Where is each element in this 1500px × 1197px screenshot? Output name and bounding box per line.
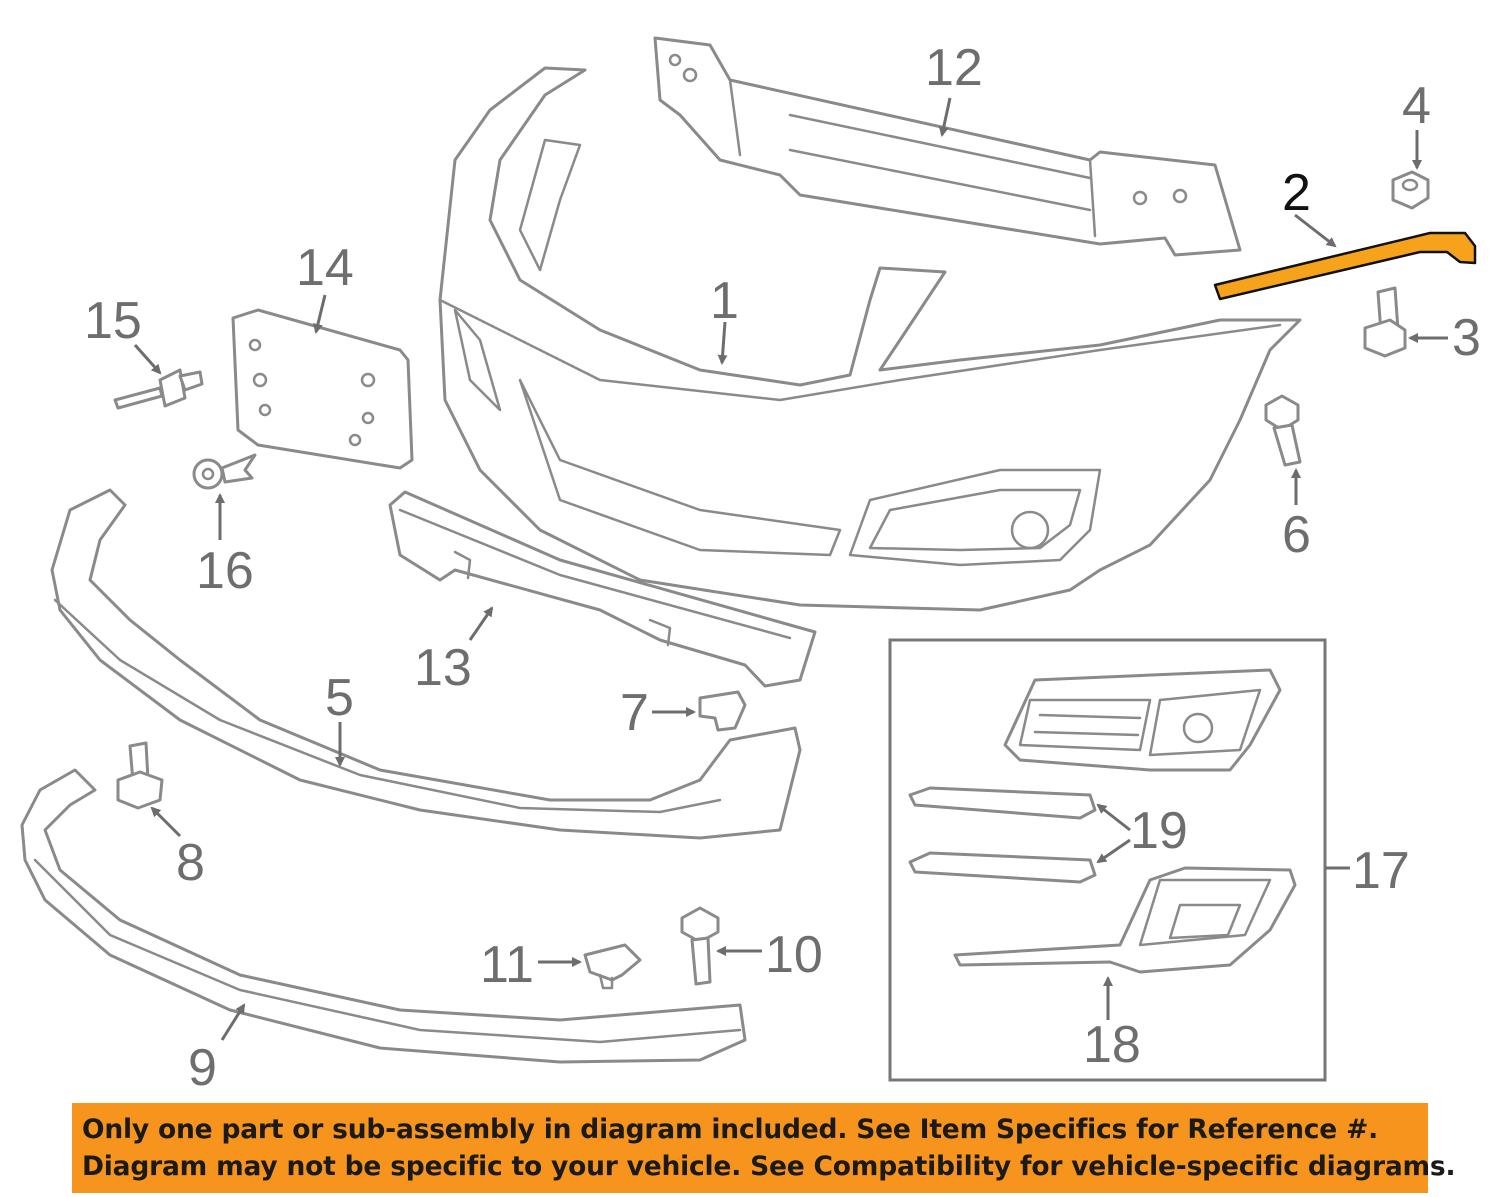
callout-14: 14: [296, 239, 354, 297]
callout-11: 11: [480, 936, 534, 994]
callout-9: 9: [188, 1039, 217, 1097]
part-1-bumper-cover: [438, 66, 1302, 612]
callout-5: 5: [325, 669, 354, 727]
callout-7: 7: [620, 684, 649, 742]
callout-6: 6: [1282, 506, 1311, 564]
disclaimer-line-2: Diagram may not be specific to your vehi…: [82, 1151, 1456, 1182]
part-11-nut-clip: [583, 943, 642, 990]
callout-1: 1: [710, 272, 739, 330]
callout-19: 19: [1130, 802, 1188, 860]
part-6-bolt: [1264, 394, 1302, 467]
part-8-bolt: [116, 741, 164, 810]
part-15-push-pin: [113, 368, 204, 410]
disclaimer-line-1: Only one part or sub-assembly in diagram…: [82, 1114, 1378, 1145]
callout-13: 13: [414, 639, 472, 697]
part-17-fog-grille-inset: [888, 638, 1327, 1082]
disclaimer-banner: Only one part or sub-assembly in diagram…: [72, 1103, 1456, 1193]
callout-18: 18: [1083, 1016, 1141, 1074]
callout-15: 15: [84, 292, 142, 350]
callout-labels: 1 2 3 4 5 6 7 8 9 10 11 12 13 14 15 16 1…: [84, 39, 1481, 1097]
leader-lines: [133, 97, 1448, 1041]
callout-10: 10: [765, 926, 823, 984]
callout-12: 12: [925, 39, 983, 97]
callout-17: 17: [1352, 842, 1410, 900]
callout-2: 2: [1282, 164, 1311, 222]
callout-8: 8: [176, 834, 205, 892]
part-12-energy-absorber: [653, 36, 1242, 257]
part-4-nut: [1391, 170, 1430, 210]
part-2-reinforcement: [1213, 231, 1477, 301]
callout-16: 16: [196, 542, 254, 600]
part-3-bolt: [1363, 286, 1407, 358]
callout-4: 4: [1402, 77, 1431, 135]
part-16-retainer: [192, 453, 257, 490]
part-9-valance: [20, 768, 747, 1064]
callout-3: 3: [1452, 309, 1481, 367]
part-14-license-bracket: [231, 308, 414, 470]
part-13-lower-absorber: [388, 490, 817, 688]
part-7-clip: [698, 690, 747, 732]
part-10-bolt: [680, 906, 720, 986]
part-5-lower-cover: [50, 488, 802, 840]
